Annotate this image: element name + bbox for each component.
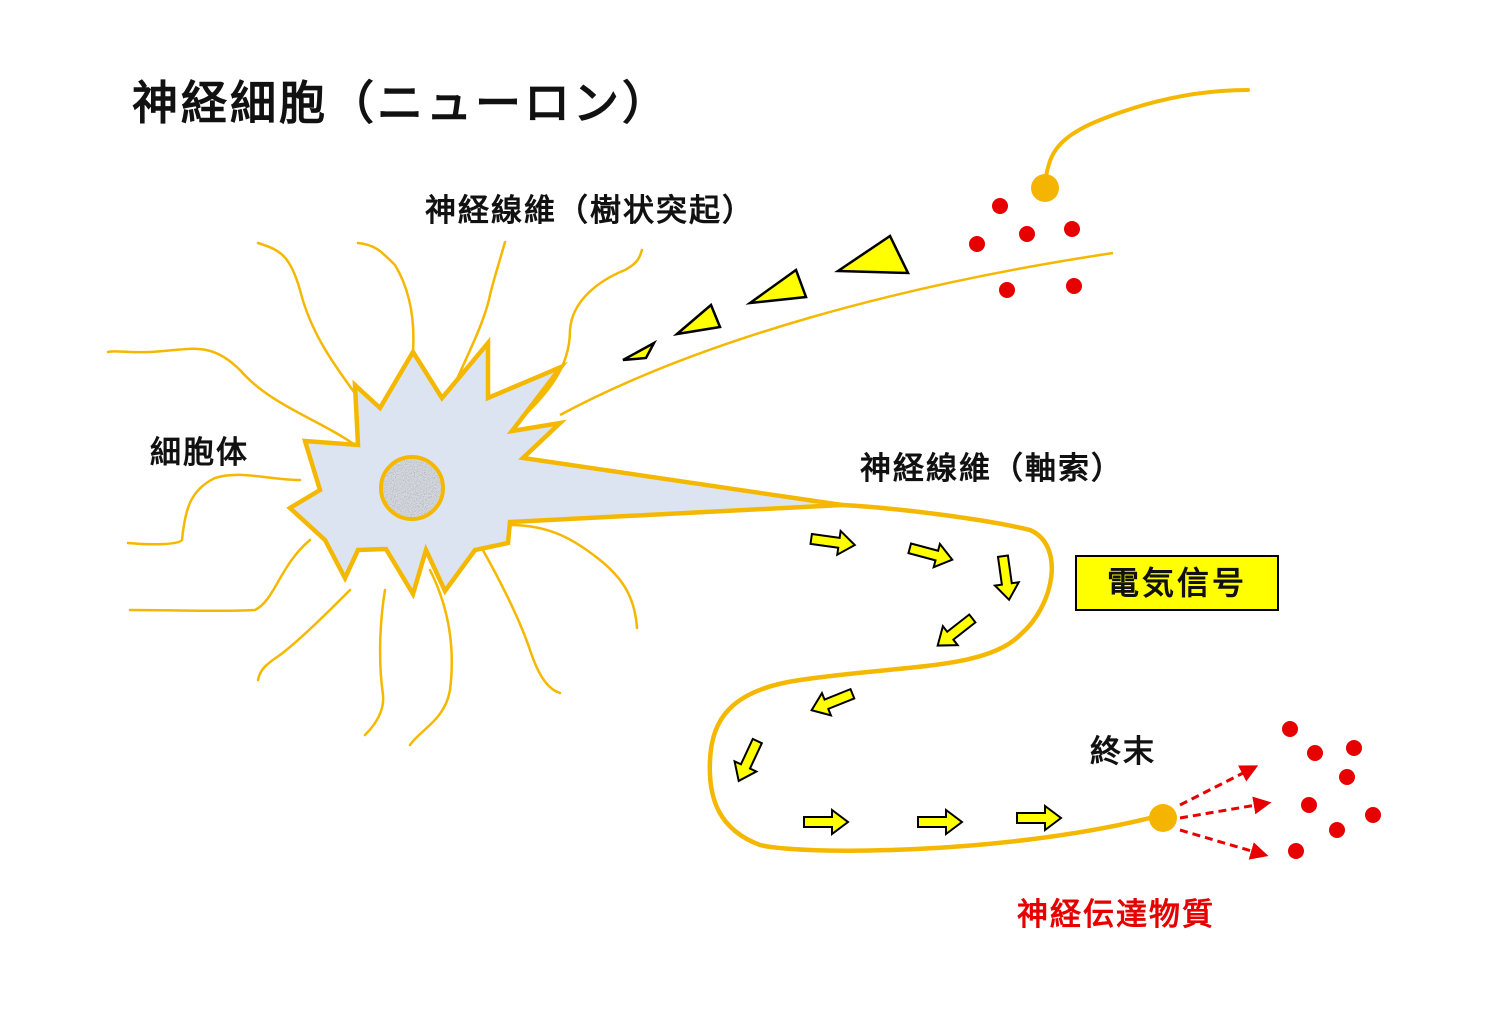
release-arrows (1179, 765, 1272, 860)
transmitter-dot (969, 236, 985, 252)
dendrite-branch (256, 241, 362, 402)
transmitter-dot (1301, 797, 1317, 813)
transmitter-dot (1066, 278, 1082, 294)
transmitter-dot (1365, 807, 1381, 823)
signal-triangle (834, 234, 911, 275)
signal-arrow (1016, 804, 1063, 832)
dendrite-input-fiber (559, 251, 1114, 417)
signal-arrow (936, 613, 977, 647)
dendrite-branch (508, 523, 639, 630)
electrical-signal-label: 電気信号 (1075, 555, 1279, 611)
diagram-title: 神経細胞（ニューロン） (132, 76, 671, 130)
release-arrow (1179, 796, 1272, 820)
transmitter-dot (1064, 221, 1080, 237)
transmitter-dot (999, 282, 1015, 298)
signal-arrow (809, 528, 857, 557)
dendrite-branch (363, 588, 387, 737)
axon-label: 神経線維（軸索） (860, 451, 1124, 487)
dendrite-label: 神経線維（樹状突起） (425, 193, 755, 229)
dendrite-signal-arrows (622, 234, 911, 362)
axon-signal-arrows (733, 528, 1063, 836)
signal-arrow (907, 541, 954, 569)
dendrite-branch (518, 248, 644, 422)
axon-terminal-dot (1149, 804, 1177, 832)
signal-arrow (810, 687, 856, 717)
signal-arrow (917, 808, 964, 836)
dendrite-branch (450, 240, 507, 392)
release-arrow (1179, 765, 1259, 807)
transmitter-dot (1288, 843, 1304, 859)
dendrite-branch (356, 241, 415, 354)
dendrite-branch (126, 473, 302, 546)
incoming-transmitters (969, 198, 1082, 298)
signal-arrow (992, 554, 1021, 602)
upstream-terminal-dot (1031, 174, 1059, 202)
signal-triangle (745, 268, 808, 305)
transmitter-dot (1329, 822, 1345, 838)
cell-body (286, 336, 843, 600)
cell-body-label: 細胞体 (150, 435, 249, 471)
released-transmitters (1282, 721, 1381, 859)
signal-arrow (803, 808, 850, 836)
dendrite-branch (478, 543, 562, 695)
dendrite-branch (256, 588, 352, 682)
upstream-axon (1043, 88, 1250, 182)
transmitter-dot (1282, 721, 1298, 737)
transmitter-dot (1346, 740, 1362, 756)
signal-box-bg (1075, 555, 1279, 611)
transmitter-dot (992, 198, 1008, 214)
dendrite-branch (408, 568, 454, 747)
signal-triangle (672, 302, 722, 336)
axon-terminal-label: 終末 (1090, 734, 1156, 770)
nucleus (379, 455, 445, 521)
dendrite-branch (128, 538, 312, 613)
dendrite-branch (106, 347, 357, 447)
signal-triangle (622, 339, 658, 362)
release-arrow (1179, 828, 1269, 860)
axon-fiber (707, 502, 1153, 853)
dendrites (106, 240, 644, 747)
transmitter-dot (1019, 226, 1035, 242)
signal-arrow (733, 737, 764, 783)
transmitter-dot (1339, 769, 1355, 785)
neurotransmitter-label: 神経伝達物質 (1017, 897, 1215, 933)
transmitter-dot (1307, 745, 1323, 761)
